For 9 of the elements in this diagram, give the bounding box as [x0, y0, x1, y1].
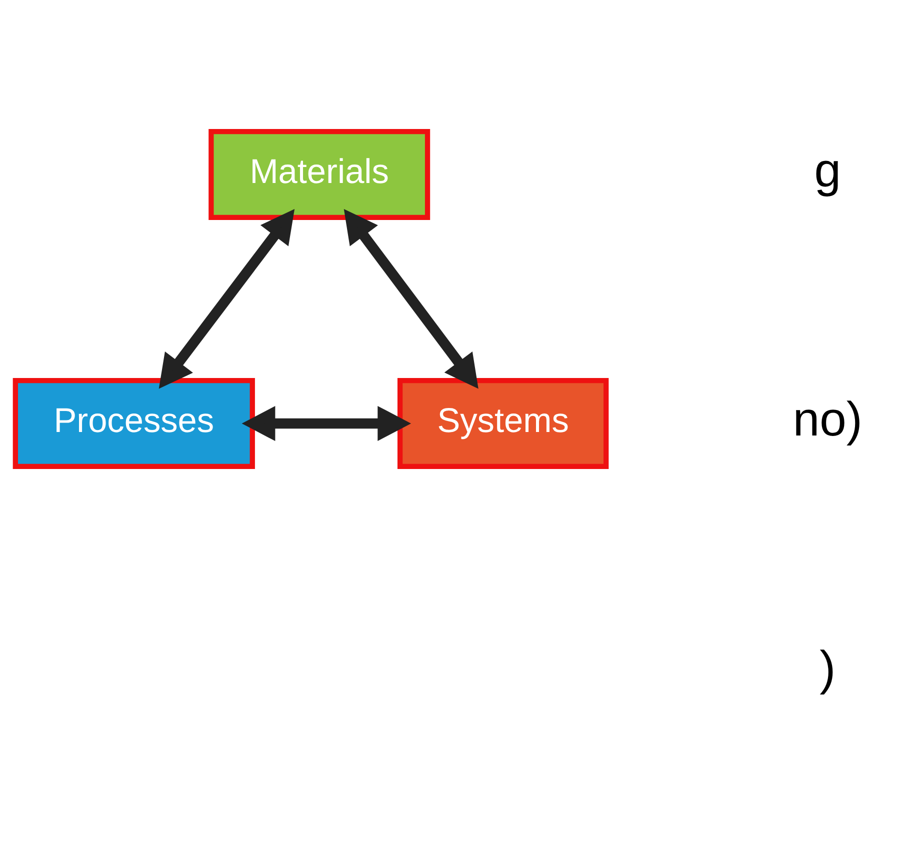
node-box: Processes [12, 378, 255, 468]
arrow [344, 208, 478, 388]
label: ) [820, 640, 836, 695]
label: g [814, 142, 841, 197]
arrow [158, 208, 295, 388]
label: no) [792, 392, 862, 446]
node-box: Systems [397, 378, 609, 468]
arrow [242, 405, 412, 441]
node-box: Materials [208, 128, 430, 220]
